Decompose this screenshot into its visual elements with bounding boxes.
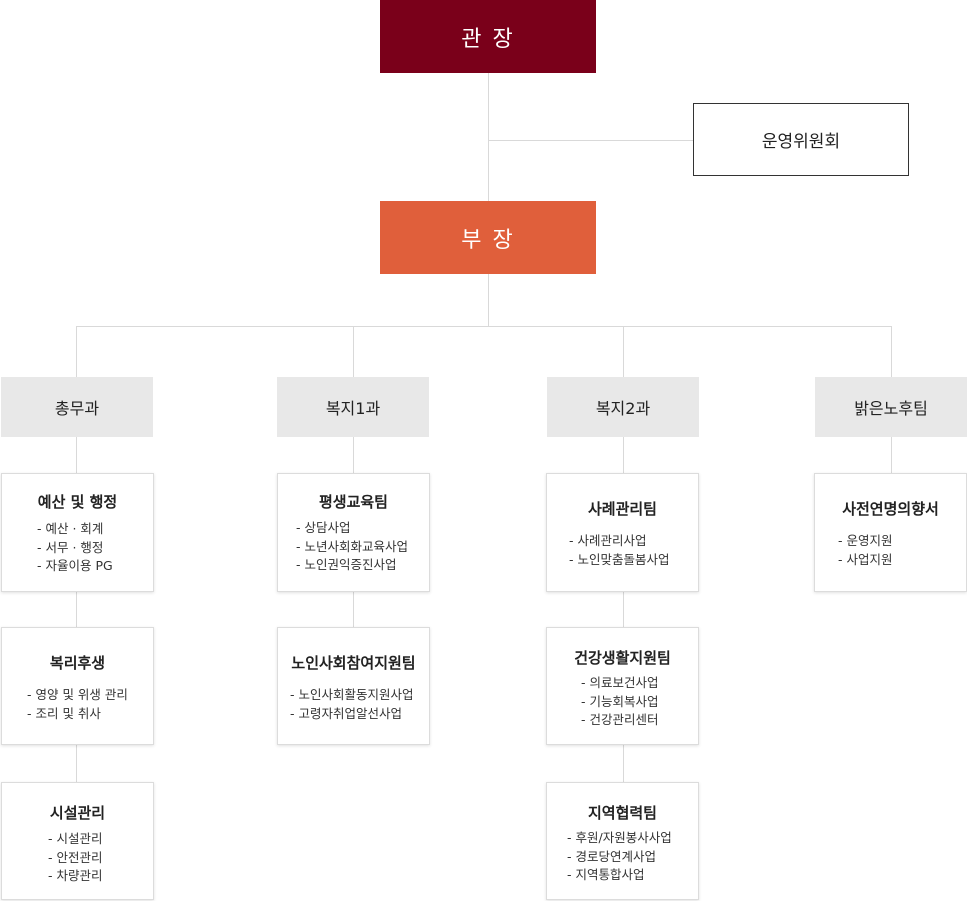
connector-committee xyxy=(488,140,693,141)
team-item: - 영양 및 위생 관리 xyxy=(27,687,128,702)
team-items: - 운영지원 - 사업지원 xyxy=(838,532,892,569)
team-items: - 노인사회활동지원사업 - 고령자취업알선사업 xyxy=(290,686,413,723)
team-title: 예산 및 행정 xyxy=(37,493,118,511)
team-title: 시설관리 xyxy=(49,804,106,822)
team-item: - 건강관리센터 xyxy=(581,712,659,727)
team-card: 복리후생 - 영양 및 위생 관리 - 조리 및 취사 xyxy=(1,627,154,745)
team-item: - 차량관리 xyxy=(48,868,103,883)
team-item: - 기능회복사업 xyxy=(581,693,659,709)
team-items: - 예산 · 회계 - 서무 · 행정 - 자율이용 PG xyxy=(37,520,113,576)
team-item: - 지역통합사업 xyxy=(567,867,645,882)
department-header-4: 밝은노후팀 xyxy=(815,377,967,437)
team-title: 사례관리팀 xyxy=(587,500,657,518)
team-item: - 노인맞춤돌봄사업 xyxy=(569,551,670,567)
team-title: 사전연명의향서 xyxy=(842,500,939,518)
team-item: - 후원/자원봉사사업 xyxy=(567,830,672,845)
department-header-3: 복지2과 xyxy=(547,377,699,437)
team-card: 사전연명의향서 - 운영지원 - 사업지원 xyxy=(814,473,967,592)
team-items: - 후원/자원봉사사업 - 경로당연계사업 - 지역통합사업 xyxy=(567,829,672,885)
team-card: 건강생활지원팀 - 의료보건사업 - 기능회복사업 - 건강관리센터 xyxy=(546,627,699,745)
committee-label: 운영위원회 xyxy=(761,132,841,152)
team-item: - 노년사회화교육사업 xyxy=(296,538,408,554)
department-name: 복지1과 xyxy=(325,399,381,418)
connector-chief-deputy xyxy=(488,73,489,201)
connector-dept-4 xyxy=(891,326,892,377)
team-item: - 고령자취업알선사업 xyxy=(290,705,402,721)
team-card: 사례관리팀 - 사례관리사업 - 노인맞춤돌봄사업 xyxy=(546,473,699,592)
team-item: - 자율이용 PG xyxy=(37,558,113,573)
team-title: 노인사회참여지원팀 xyxy=(291,654,416,672)
department-name: 밝은노후팀 xyxy=(854,399,928,418)
chief-box: 관 장 xyxy=(380,0,596,73)
department-name: 복지2과 xyxy=(595,399,651,418)
connector-dept-1 xyxy=(76,326,77,377)
team-title: 평생교육팀 xyxy=(318,493,388,511)
team-item: - 운영지원 xyxy=(838,533,893,548)
team-item: - 노인사회활동지원사업 xyxy=(290,687,414,702)
team-card: 예산 및 행정 - 예산 · 회계 - 서무 · 행정 - 자율이용 PG xyxy=(1,473,154,592)
team-items: - 상담사업 - 노년사회화교육사업 - 노인권익증진사업 xyxy=(296,519,408,575)
team-card: 지역협력팀 - 후원/자원봉사사업 - 경로당연계사업 - 지역통합사업 xyxy=(546,782,699,900)
team-item: - 의료보건사업 xyxy=(581,675,659,690)
connector-horizontal-bus xyxy=(76,326,892,327)
department-header-1: 총무과 xyxy=(1,377,153,437)
department-name: 총무과 xyxy=(54,399,100,418)
deputy-label: 부 장 xyxy=(461,227,515,253)
team-items: - 의료보건사업 - 기능회복사업 - 건강관리센터 xyxy=(581,674,658,730)
team-title: 건강생활지원팀 xyxy=(574,649,671,667)
connector-dept-2 xyxy=(353,326,354,377)
team-item: - 서무 · 행정 xyxy=(37,539,104,555)
team-title: 지역협력팀 xyxy=(587,804,657,822)
team-title: 복리후생 xyxy=(49,654,106,672)
team-item: - 경로당연계사업 xyxy=(567,848,656,864)
team-item: - 사례관리사업 xyxy=(569,533,647,548)
connector-col4 xyxy=(891,437,892,487)
team-item: - 노인권익증진사업 xyxy=(296,557,397,572)
chief-label: 관 장 xyxy=(461,26,515,52)
team-item: - 시설관리 xyxy=(48,831,103,846)
team-card: 시설관리 - 시설관리 - 안전관리 - 차량관리 xyxy=(1,782,154,900)
team-card: 평생교육팀 - 상담사업 - 노년사회화교육사업 - 노인권익증진사업 xyxy=(277,473,430,592)
team-item: - 안전관리 xyxy=(48,849,103,865)
team-item: - 사업지원 xyxy=(838,551,893,567)
committee-box: 운영위원회 xyxy=(693,103,909,176)
team-item: - 상담사업 xyxy=(296,520,351,535)
connector-dept-3 xyxy=(623,326,624,377)
connector-col3 xyxy=(623,437,624,797)
team-items: - 시설관리 - 안전관리 - 차량관리 xyxy=(48,830,102,886)
deputy-box: 부 장 xyxy=(380,201,596,274)
team-items: - 사례관리사업 - 노인맞춤돌봄사업 xyxy=(569,532,669,569)
team-items: - 영양 및 위생 관리 - 조리 및 취사 xyxy=(27,686,128,723)
connector-deputy-down xyxy=(488,274,489,326)
team-item: - 예산 · 회계 xyxy=(37,521,104,536)
connector-col1 xyxy=(76,437,77,797)
team-card: 노인사회참여지원팀 - 노인사회활동지원사업 - 고령자취업알선사업 xyxy=(277,627,430,745)
department-header-2: 복지1과 xyxy=(277,377,429,437)
team-item: - 조리 및 취사 xyxy=(27,705,101,721)
